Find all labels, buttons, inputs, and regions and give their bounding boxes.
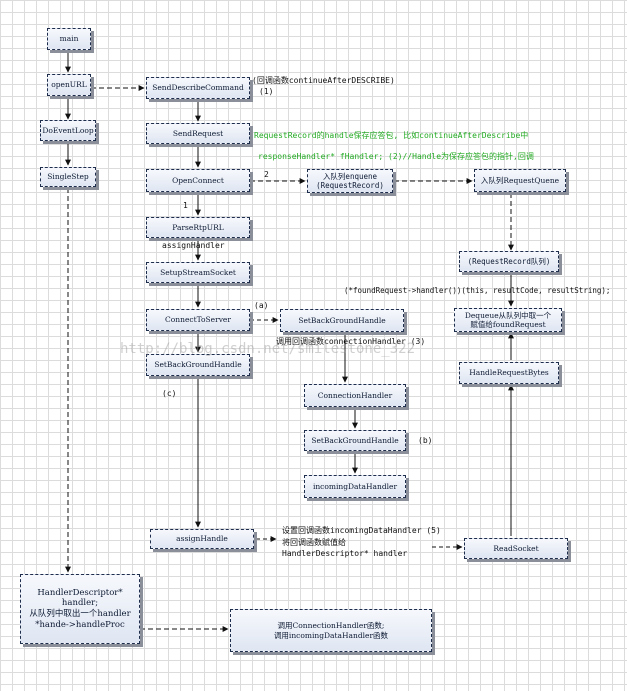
dequeue-node: Dequeue从队列中取一个 赋值给foundRequest — [454, 308, 562, 332]
setbackgroundhandle-low-node: SetBackGroundHandle — [304, 430, 406, 451]
senddescribecommand-node: SendDescribeCommand — [146, 77, 250, 99]
enqueue-node: 入队列enquene (RequestRecord) — [307, 169, 393, 193]
callback-describe-num-label: (1) — [259, 87, 274, 96]
openconnect-node: OpenConnect — [146, 169, 250, 192]
mark-c-label: (c) — [162, 389, 177, 398]
edge-number-1: 1 — [183, 201, 188, 210]
handler-descriptor-var-label: HandlerDescriptor* handler — [282, 549, 408, 558]
requestqueue-node: 入队列RequestQuene — [474, 169, 566, 192]
readsocket-node: ReadSocket — [464, 538, 568, 559]
setupstreamsocket-node: SetupStreamSocket — [146, 262, 250, 283]
request-record-note: RequestRecord的handle保存应答包, 比如continueAft… — [254, 131, 529, 140]
mark-a-label: (a) — [254, 301, 269, 310]
incomingdatahandler-node: incomingDataHandler — [304, 475, 406, 498]
requestrecord-queue-node: (RequestRecord队列) — [459, 251, 559, 272]
handlerequestbytes-node: HandleRequestBytes — [459, 362, 559, 384]
openurl-node: openURL — [47, 74, 91, 96]
parsertpurl-node: ParseRtpURL — [146, 217, 250, 238]
setbackgroundhandle-left-node: SetBackGroundHandle — [146, 354, 250, 376]
connecttoserver-node: ConnectToServer — [146, 309, 250, 331]
found-request-call-label: (*foundRequest->handler())(this, resultC… — [344, 286, 611, 295]
sendrequest-node: SendRequest — [146, 123, 250, 144]
mark-b-label: (b) — [418, 436, 433, 445]
doeventloop-node: DoEventLoop — [40, 120, 96, 141]
singlestep-node: SingleStep — [40, 167, 96, 187]
connectionhandler-node: ConnectionHandler — [304, 384, 406, 407]
handlerdescriptor-node: HandlerDescriptor* handler; 从队列中取出一个hand… — [20, 574, 140, 644]
incoming-callback-label: 设置回调函数incomingDataHandler (5) — [282, 526, 441, 535]
assignhandle-node: assignHandle — [150, 529, 254, 549]
edge-number-2: 2 — [264, 170, 269, 179]
response-handler-note: responseHandler* fHandler; (2)//Handle为保… — [258, 152, 534, 161]
main-node: main — [47, 28, 91, 50]
assign-callback-label: 将回调函数赋值给 — [282, 538, 346, 547]
assign-handler-label: assignHandler — [162, 241, 225, 250]
callhandlers-node: 调用ConnectionHandler函数; 调用incomingDataHan… — [230, 609, 432, 652]
setbackgroundhandle-mid-node: SetBackGroundHandle — [280, 309, 404, 332]
callback-describe-label: (回调函数continueAfterDESCRIBE) — [252, 76, 395, 85]
connection-handler-callback-label: 调用回调函数connectionHandler (3) — [276, 337, 426, 346]
